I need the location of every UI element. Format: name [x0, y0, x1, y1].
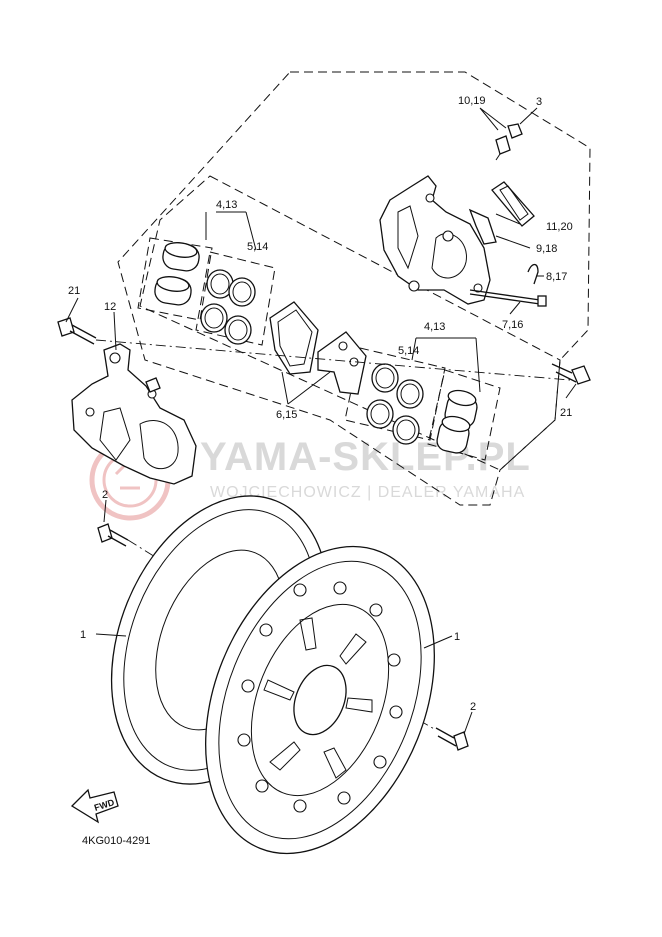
piston-kit-boundary-upper — [139, 175, 561, 471]
disc-rivets — [237, 581, 403, 813]
callout-1-left: 1 — [80, 629, 86, 641]
caliper-assembly-boundary — [117, 71, 591, 506]
callout-12: 12 — [104, 301, 116, 313]
mounting-bolt-right — [551, 363, 591, 385]
watermark-title: YAMA-SKLEP.PL — [200, 435, 531, 479]
caliper-upper-right — [379, 175, 491, 305]
brake-pad-set — [269, 301, 367, 395]
pad-spring — [491, 181, 535, 227]
callout-2-bottom: 2 — [470, 701, 476, 713]
callout-5-14-right: 5,14 — [398, 345, 419, 357]
callout-4-13-right: 4,13 — [424, 321, 445, 333]
bleed-screw — [495, 123, 523, 161]
callout-9-18: 9,18 — [536, 243, 557, 255]
callout-8-17: 8,17 — [546, 271, 567, 283]
callout-21-right: 21 — [560, 407, 572, 419]
piston-pair-left — [154, 242, 200, 306]
callout-7-16: 7,16 — [502, 319, 523, 331]
callout-10-19: 10,19 — [458, 95, 486, 107]
callout-3: 3 — [536, 96, 542, 108]
callout-2-top: 2 — [102, 489, 108, 501]
pad-clip — [468, 208, 497, 245]
retaining-clip — [527, 263, 539, 285]
seal-box-right — [344, 347, 446, 441]
leader-lines — [65, 107, 577, 735]
callout-21-left: 21 — [68, 285, 80, 297]
disc-spokes — [263, 617, 373, 779]
brake-disc-front — [205, 545, 435, 855]
piston-pair-right — [436, 389, 478, 454]
disc-bolt-bottom — [435, 727, 469, 751]
seal-set-left — [200, 269, 256, 345]
callout-labels: 1 1 2 2 3 4,13 4,13 5,14 5,14 6,15 7,16 … — [68, 95, 573, 713]
seal-set-right — [366, 363, 424, 445]
seal-box-left — [195, 251, 276, 346]
caliper-left — [71, 343, 197, 485]
callout-4-13-left: 4,13 — [216, 199, 237, 211]
piston-box-right — [427, 369, 501, 461]
callout-11-20: 11,20 — [546, 221, 573, 233]
diagram-id: 4KG010-4291 — [82, 835, 151, 847]
disc-bolt-top — [97, 523, 129, 547]
callout-1-right: 1 — [454, 631, 460, 643]
callout-5-14-left: 5,14 — [247, 241, 268, 253]
pad-pin — [469, 289, 547, 307]
callout-6-15: 6,15 — [276, 409, 297, 421]
mounting-bolt-left — [57, 317, 97, 345]
forward-direction-arrow: FWD — [70, 788, 119, 824]
watermark-subtitle: WOJCIECHOWICZ | DEALER YAMAHA — [210, 484, 525, 501]
